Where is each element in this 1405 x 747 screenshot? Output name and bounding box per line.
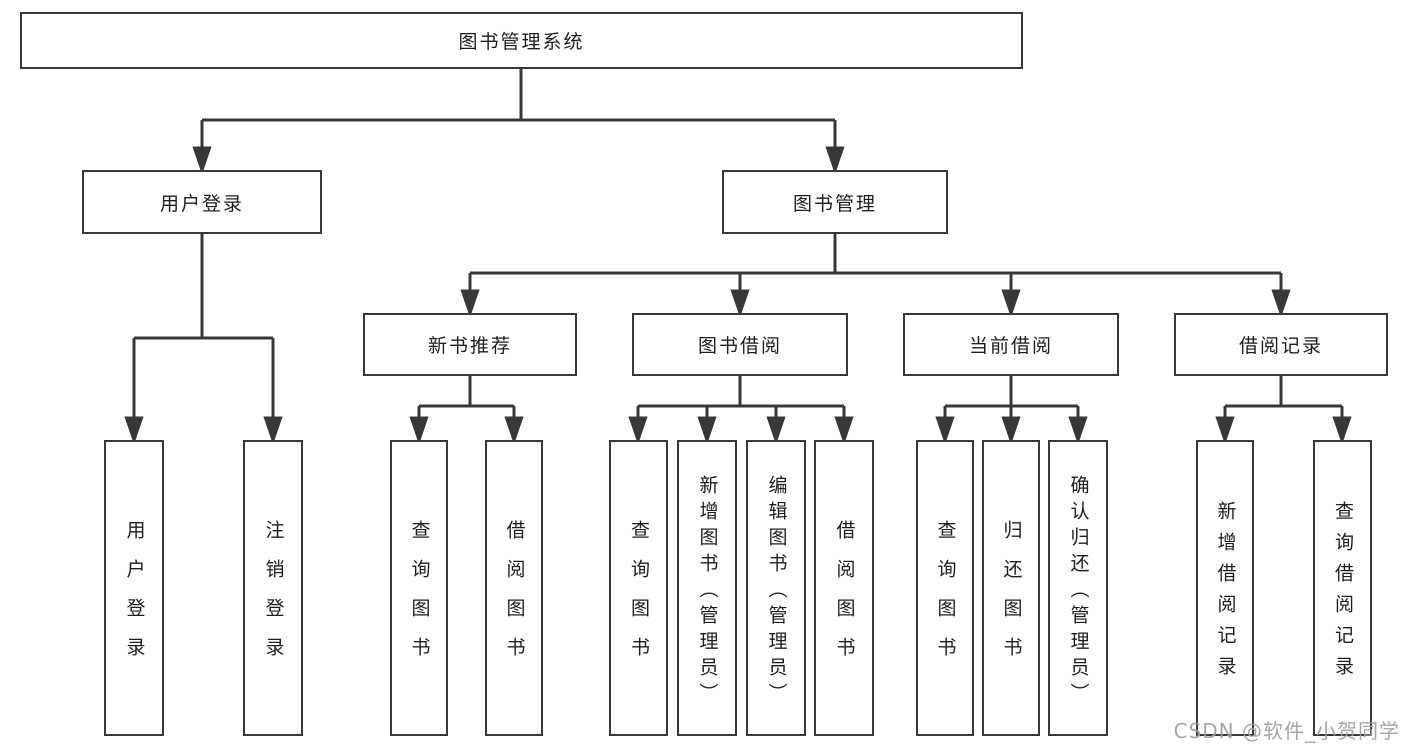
node-book-management: 图书管理 <box>722 170 948 234</box>
arrowhead <box>409 416 429 445</box>
arrowhead <box>1215 416 1235 445</box>
node-leaf-newbook-borrow-books: 借阅图书 <box>485 440 543 736</box>
watermark-text: CSDN @软件_小贺同学 <box>1173 719 1400 743</box>
arrowhead <box>192 146 212 175</box>
connector-root-to-level2 <box>192 69 845 175</box>
arrowhead <box>766 416 786 445</box>
arrowhead <box>834 416 854 445</box>
arrowhead <box>628 416 648 445</box>
node-user-login: 用户登录 <box>82 170 322 234</box>
node-book-borrowing: 图书借阅 <box>632 313 848 376</box>
arrowhead <box>504 416 524 445</box>
arrowhead <box>1001 416 1021 445</box>
node-leaf-return-books: 归还图书 <box>982 440 1040 736</box>
arrowhead <box>124 416 144 445</box>
connector-new-book-children <box>409 376 524 445</box>
arrowhead <box>935 416 955 445</box>
node-leaf-borrow-books: 借阅图书 <box>814 440 874 736</box>
node-leaf-edit-books-admin: 编辑图书（管理员） <box>746 440 806 736</box>
arrowhead <box>1332 416 1352 445</box>
node-new-book-recommendation: 新书推荐 <box>363 313 577 376</box>
node-root-system: 图书管理系统 <box>20 12 1023 69</box>
node-leaf-add-books-admin: 新增图书（管理员） <box>677 440 737 736</box>
connector-current-borrowing-children <box>935 376 1088 445</box>
connector-book-borrowing-children <box>628 376 854 445</box>
node-leaf-query-borrow-record: 查询借阅记录 <box>1313 440 1372 736</box>
node-leaf-borrowing-query-books: 查询图书 <box>609 440 668 736</box>
node-leaf-login: 用户登录 <box>104 440 164 736</box>
node-borrowing-records: 借阅记录 <box>1174 313 1388 376</box>
node-leaf-confirm-return-admin: 确认归还（管理员） <box>1048 440 1108 736</box>
arrowhead <box>1001 289 1021 318</box>
arrowhead <box>825 146 845 175</box>
node-leaf-logout: 注销登录 <box>243 440 303 736</box>
arrowhead <box>730 289 750 318</box>
node-leaf-add-borrow-record: 新增借阅记录 <box>1196 440 1254 736</box>
arrowhead <box>263 416 283 445</box>
arrowhead <box>697 416 717 445</box>
node-leaf-current-query-books: 查询图书 <box>916 440 974 736</box>
arrowhead <box>1068 416 1088 445</box>
connector-user-login-children <box>124 234 283 445</box>
connector-borrowing-records-children <box>1215 376 1352 445</box>
connector-book-management-children <box>460 234 1291 318</box>
arrowhead <box>460 289 480 318</box>
arrowhead <box>1271 289 1291 318</box>
node-leaf-newbook-query-books: 查询图书 <box>390 440 448 736</box>
node-current-borrowing: 当前借阅 <box>903 313 1119 376</box>
